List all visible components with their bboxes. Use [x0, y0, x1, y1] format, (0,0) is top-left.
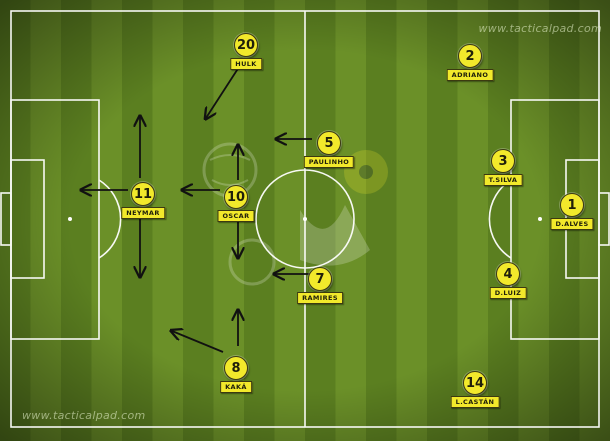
player-number: 7 — [308, 267, 332, 291]
watermark-bottom: www.tacticalpad.com — [22, 409, 146, 422]
right-goal — [598, 192, 610, 246]
player-name: ADRIANO — [446, 69, 494, 81]
center-spot — [303, 217, 307, 221]
player-name: L.CASTÁN — [450, 396, 500, 408]
left-goal — [0, 192, 12, 246]
player-number: 8 — [224, 356, 248, 380]
arrow-hulk — [206, 66, 240, 118]
arrow-kaka-left — [172, 331, 224, 353]
player-number: 11 — [131, 182, 155, 206]
player-number: 14 — [463, 371, 487, 395]
pitch-spots — [68, 217, 542, 221]
player-number: 10 — [224, 185, 248, 209]
player-name: D.ALVES — [550, 218, 594, 230]
player-name: OSCAR — [217, 210, 255, 222]
player-name: NEYMAR — [121, 207, 165, 219]
player-number: 1 — [560, 193, 584, 217]
right-penalty-spot — [538, 217, 542, 221]
movement-arrows — [82, 66, 312, 353]
player-number: 5 — [317, 131, 341, 155]
player-name: HULK — [230, 58, 262, 70]
left-penalty-spot — [68, 217, 72, 221]
player-name: T.SILVA — [483, 174, 523, 186]
player-number: 4 — [496, 262, 520, 286]
right-penalty-arc — [488, 179, 512, 259]
center-circle — [255, 169, 355, 269]
player-name: RAMIRES — [297, 292, 343, 304]
left-penalty-arc — [98, 179, 122, 259]
player-number: 2 — [458, 44, 482, 68]
player-name: D.LUIZ — [489, 287, 527, 299]
watermark-top: www.tacticalpad.com — [478, 22, 602, 35]
pitch-lines — [0, 10, 610, 428]
player-name: KAKÁ — [220, 381, 252, 393]
player-name: PAULINHO — [303, 156, 355, 168]
player-number: 3 — [491, 149, 515, 173]
player-number: 20 — [234, 33, 258, 57]
